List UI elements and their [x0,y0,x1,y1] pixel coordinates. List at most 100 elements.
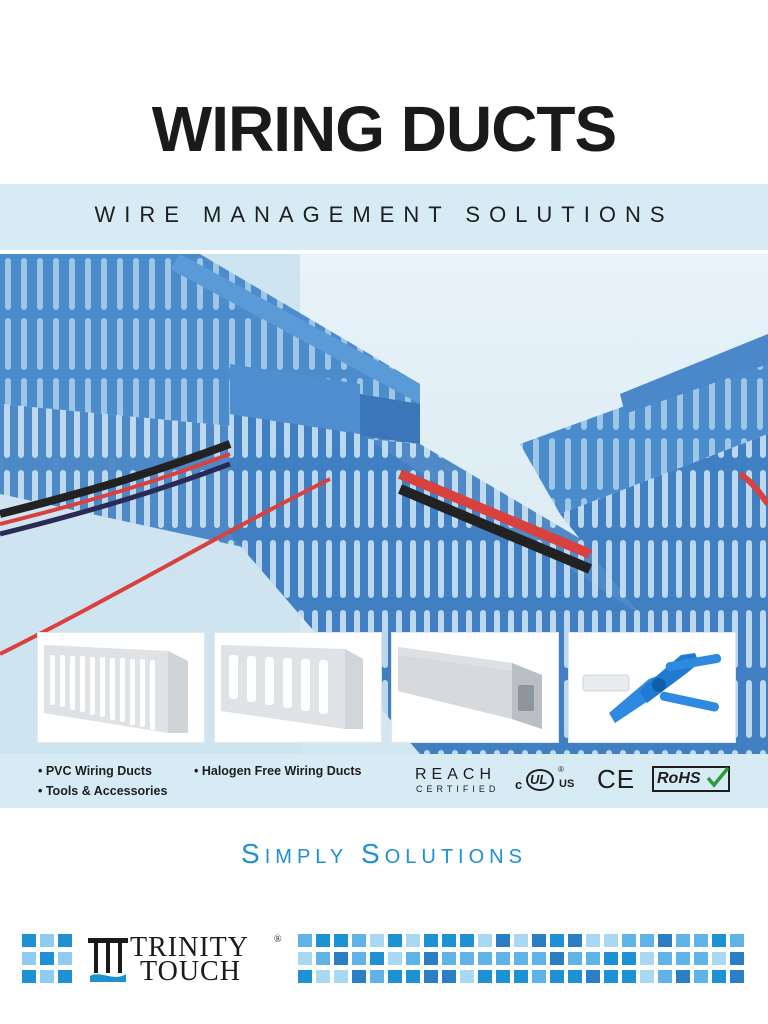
mosaic-square [730,952,744,965]
mosaic-square [550,970,564,983]
mosaic-square [478,934,492,947]
mosaic-square [334,934,348,947]
mosaic-square [298,952,312,965]
mosaic-square [352,970,366,983]
mosaic-square [478,970,492,983]
slotted-duct-image [44,645,188,733]
brand-name-line-1: TRINITY [130,932,249,963]
features-band [0,754,768,808]
thumb-duct-cutter [568,632,736,743]
mosaic-square [568,952,582,965]
mosaic-square [622,934,636,947]
mosaic-square [352,934,366,947]
mosaic-square [586,934,600,947]
page-subtitle: WIRE MANAGEMENT SOLUTIONS [94,202,674,227]
decorative-grid-right-icon [298,934,744,983]
wiring-duct-illustration [0,254,768,754]
brand-registered: ® [274,934,282,945]
mosaic-square [514,952,528,965]
mosaic-square [424,970,438,983]
mosaic-square [442,952,456,965]
mosaic-square [370,952,384,965]
mosaic-square [316,934,330,947]
thumb-solid-duct [391,632,559,743]
mosaic-square [622,970,636,983]
mosaic-square [478,952,492,965]
mosaic-square [676,952,690,965]
mosaic-square [640,934,654,947]
mosaic-square [532,970,546,983]
mosaic-square [334,952,348,965]
mosaic-square [532,934,546,947]
mosaic-square [514,934,528,947]
mosaic-square [352,952,366,965]
feature-tools: • Tools & Accessories [38,784,168,798]
mosaic-square [334,970,348,983]
mosaic-square [604,934,618,947]
mosaic-square [406,952,420,965]
mosaic-square [586,970,600,983]
mosaic-square [676,934,690,947]
solid-duct-image [398,647,542,729]
mosaic-square [496,952,510,965]
mosaic-square [694,970,708,983]
mosaic-square [298,970,312,983]
mosaic-square [730,934,744,947]
ul-cert-mark: c UL ® US [513,765,583,795]
trinity-touch-logo-icon [88,938,128,982]
mosaic-square [460,934,474,947]
mosaic-square [442,934,456,947]
mosaic-square [406,970,420,983]
decorative-grid-left-icon [22,934,72,983]
mosaic-square [658,952,672,965]
mosaic-square [604,952,618,965]
ul-symbol-icon [526,769,554,791]
mosaic-square [496,934,510,947]
reach-certified-label: CERTIFIED [416,784,500,794]
ul-us-label: US [559,778,575,790]
mosaic-square [514,970,528,983]
mosaic-square [496,970,510,983]
mosaic-square [604,970,618,983]
mosaic-square [568,934,582,947]
mosaic-square [712,934,726,947]
mosaic-square [424,934,438,947]
mosaic-square [658,934,672,947]
mosaic-square [622,952,636,965]
ul-mark-label: UL [530,772,548,787]
mosaic-square [370,970,384,983]
ce-mark: CE [597,764,636,794]
mosaic-square [694,952,708,965]
brand-name-line-2: TOUCH [140,956,241,987]
reach-label: REACH [415,766,497,783]
mosaic-square [640,952,654,965]
mosaic-square [550,952,564,965]
mosaic-square [316,970,330,983]
mosaic-square [586,952,600,965]
mosaic-square [460,970,474,983]
mosaic-square [388,952,402,965]
subtitle-band [0,184,768,250]
hero-image [0,254,768,754]
thumb-slotted-duct [37,632,205,743]
mosaic-square [730,970,744,983]
mosaic-square [442,970,456,983]
mosaic-square [370,934,384,947]
rohs-label: RoHS [657,770,701,787]
mosaic-square [568,970,582,983]
mosaic-square [388,970,402,983]
thumb-wide-slot-duct [214,632,382,743]
mosaic-square [640,970,654,983]
tagline: Simply Solutions [241,838,527,869]
mosaic-square [532,952,546,965]
mosaic-square [550,934,564,947]
feature-pvc: • PVC Wiring Ducts [38,764,152,778]
rohs-cert-mark: RoHS [652,766,730,792]
mosaic-square [658,970,672,983]
mosaic-square [298,934,312,947]
duct-cutter-tool-image [582,653,722,723]
wide-slot-duct-image [221,645,363,729]
mosaic-square [460,952,474,965]
ul-c-label: c [515,777,523,792]
ul-registered: ® [558,765,564,774]
